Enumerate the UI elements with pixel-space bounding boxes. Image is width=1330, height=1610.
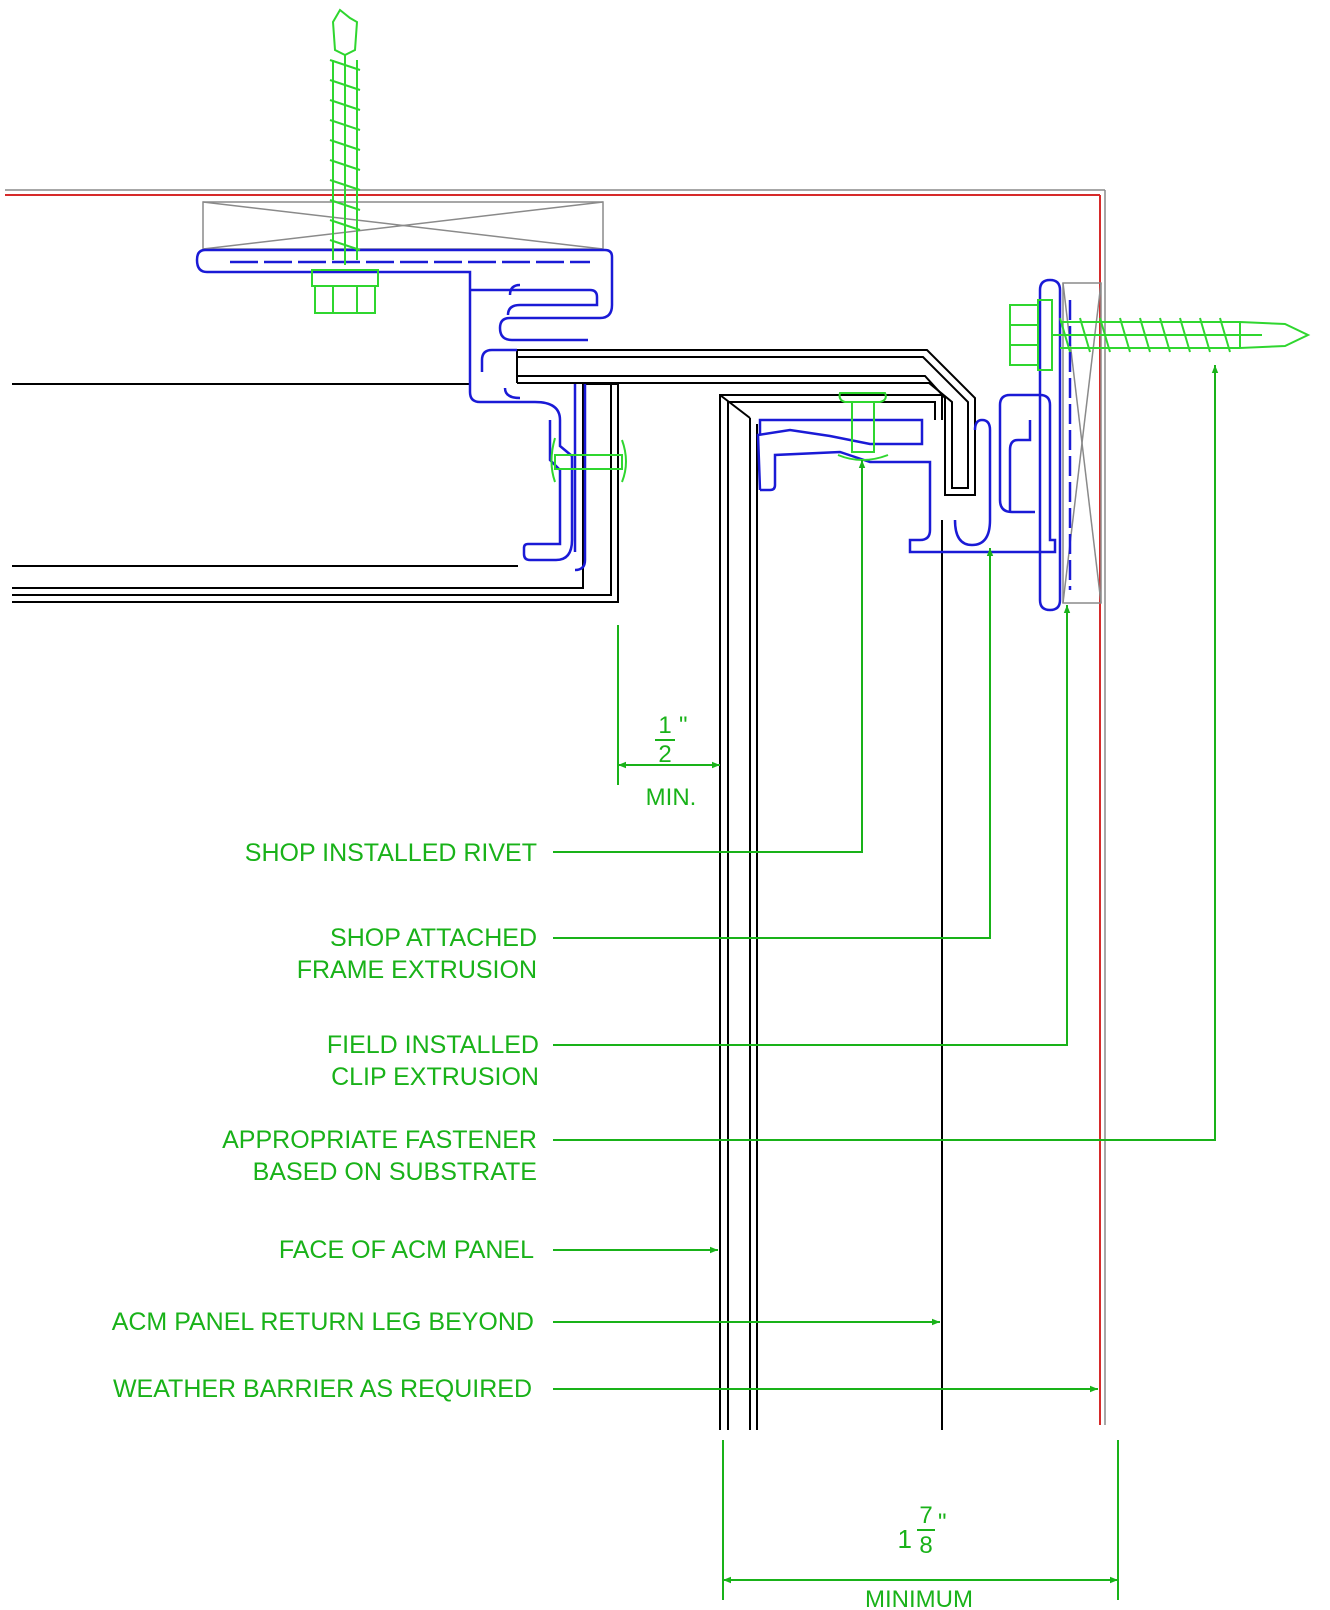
frame-extrusion-note-line2: FRAME EXTRUSION (297, 956, 537, 984)
depth-dim-unit: " (938, 1509, 947, 1536)
depth-dim-whole: 1 (898, 1524, 912, 1554)
weather-barrier-note: WEATHER BARRIER AS REQUIRED (113, 1375, 532, 1403)
clip-extrusion-note-line2: CLIP EXTRUSION (331, 1063, 539, 1091)
depth-dimension (722, 1440, 1119, 1600)
right-blocking (1062, 282, 1102, 604)
leader-lines (553, 365, 1219, 1393)
frame-extrusion-left (503, 384, 587, 572)
return-leg-note: ACM PANEL RETURN LEG BEYOND (112, 1308, 534, 1336)
rivet-note: SHOP INSTALLED RIVET (245, 839, 537, 867)
frame-extrusion-note-line1: SHOP ATTACHED (330, 924, 537, 952)
top-clip-extrusion (195, 248, 614, 404)
fastener-note-line1: APPROPRIATE FASTENER (222, 1126, 537, 1154)
gap-dimension (617, 625, 720, 785)
depth-dim-caption: MINIMUM (865, 1586, 973, 1610)
top-blocking (202, 201, 604, 250)
face-of-panel-note: FACE OF ACM PANEL (279, 1236, 534, 1264)
top-fastener-screw (311, 8, 379, 314)
depth-dim-denominator: 8 (919, 1532, 932, 1559)
rivet-left (550, 437, 627, 483)
depth-dim-numerator: 7 (919, 1502, 932, 1529)
left-acm-panel (12, 383, 619, 603)
acm-top-return (516, 349, 976, 496)
side-fastener-screw (1009, 299, 1311, 371)
gap-dim-caption: MIN. (646, 784, 697, 811)
acm-panel-return-leg (719, 394, 943, 1430)
fastener-note-line2: BASED ON SUBSTRATE (253, 1158, 537, 1186)
clip-extrusion-note-line1: FIELD INSTALLED (327, 1031, 539, 1059)
gap-dim-numerator: 1 (658, 712, 671, 739)
frame-extrusion-right (756, 278, 1072, 612)
weather-barrier (5, 189, 1106, 1425)
gap-dim-unit: " (679, 712, 688, 739)
gap-dim-denominator: 2 (658, 741, 671, 768)
rivet-right (837, 392, 889, 461)
